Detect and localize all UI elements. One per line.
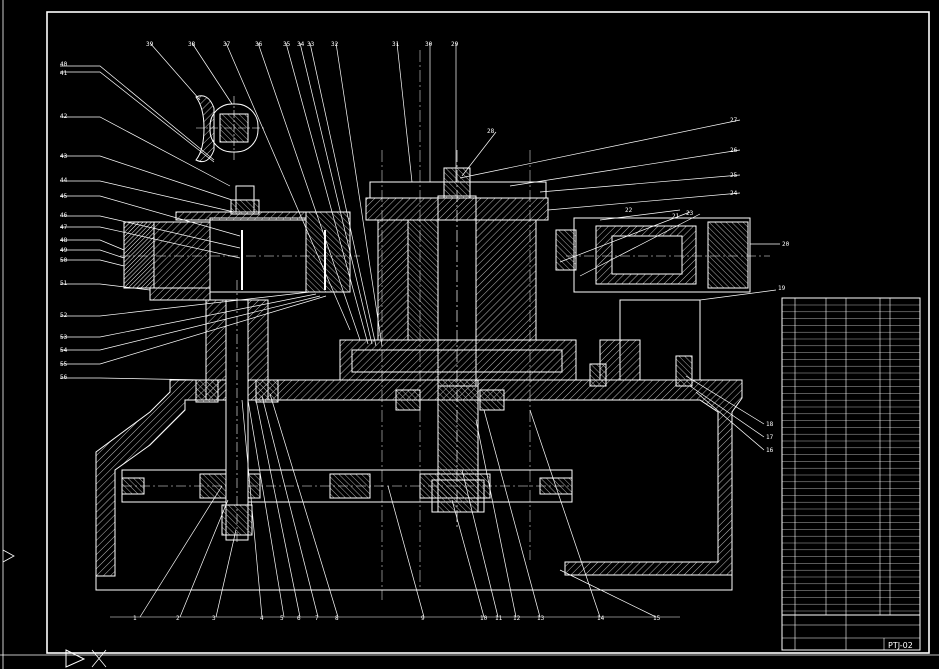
callout-5: 5 <box>280 615 284 622</box>
callout-55: 55 <box>60 361 68 368</box>
callout-2: 2 <box>176 615 180 622</box>
callout-35: 35 <box>283 41 291 48</box>
callout-10: 10 <box>480 615 488 622</box>
callout-52: 52 <box>60 312 68 319</box>
callout-23: 23 <box>686 210 694 217</box>
callout-11: 11 <box>495 615 503 622</box>
callout-17: 17 <box>766 434 774 441</box>
callout-15: 15 <box>653 615 661 622</box>
callout-39: 39 <box>146 41 154 48</box>
title-block <box>781 297 921 651</box>
drawing-number: PTJ-02 <box>888 641 913 650</box>
callout-4: 4 <box>260 615 264 622</box>
callout-27: 27 <box>730 117 738 124</box>
callout-3: 3 <box>212 615 216 622</box>
callout-8: 8 <box>335 615 339 622</box>
callout-34: 34 <box>297 41 305 48</box>
callout-31: 31 <box>392 41 400 48</box>
callout-32: 32 <box>331 41 339 48</box>
callout-41: 41 <box>60 70 68 77</box>
callout-49: 49 <box>60 247 68 254</box>
callout-36: 36 <box>255 41 263 48</box>
callout-20: 20 <box>782 241 790 248</box>
left-motor <box>120 185 360 301</box>
callout-18: 18 <box>766 421 774 428</box>
callout-45: 45 <box>60 193 68 200</box>
callout-26: 26 <box>730 147 738 154</box>
callout-13: 13 <box>537 615 545 622</box>
callout-29: 29 <box>451 41 459 48</box>
callout-51: 51 <box>60 280 68 287</box>
callout-48: 48 <box>60 237 68 244</box>
right-cylinder <box>555 217 770 387</box>
callout-7: 7 <box>315 615 319 622</box>
callout-42: 42 <box>60 113 68 120</box>
callout-12: 12 <box>513 615 521 622</box>
callout-6: 6 <box>297 615 301 622</box>
callout-56: 56 <box>60 374 68 381</box>
callout-24: 24 <box>730 190 738 197</box>
callout-25: 25 <box>730 172 738 179</box>
callout-54: 54 <box>60 347 68 354</box>
callout-37: 37 <box>223 41 231 48</box>
callout-30: 30 <box>425 41 433 48</box>
callout-46: 46 <box>60 212 68 219</box>
callout-53: 53 <box>60 334 68 341</box>
callout-47: 47 <box>60 224 68 231</box>
callout-38: 38 <box>188 41 196 48</box>
central-spindle <box>339 50 577 600</box>
leader-lines <box>60 42 780 618</box>
callout-14: 14 <box>597 615 605 622</box>
callout-21: 21 <box>672 213 680 220</box>
callout-33: 33 <box>307 41 315 48</box>
callout-22: 22 <box>625 207 633 214</box>
callout-19: 19 <box>778 285 786 292</box>
callout-28: 28 <box>487 128 495 135</box>
callout-16: 16 <box>766 447 774 454</box>
base-housing <box>95 379 743 591</box>
callout-40: 40 <box>60 61 68 68</box>
callout-9: 9 <box>421 615 425 622</box>
callout-50: 50 <box>60 257 68 264</box>
handwheel <box>195 95 266 163</box>
callout-44: 44 <box>60 177 68 184</box>
callout-43: 43 <box>60 153 68 160</box>
callout-1: 1 <box>133 615 137 622</box>
